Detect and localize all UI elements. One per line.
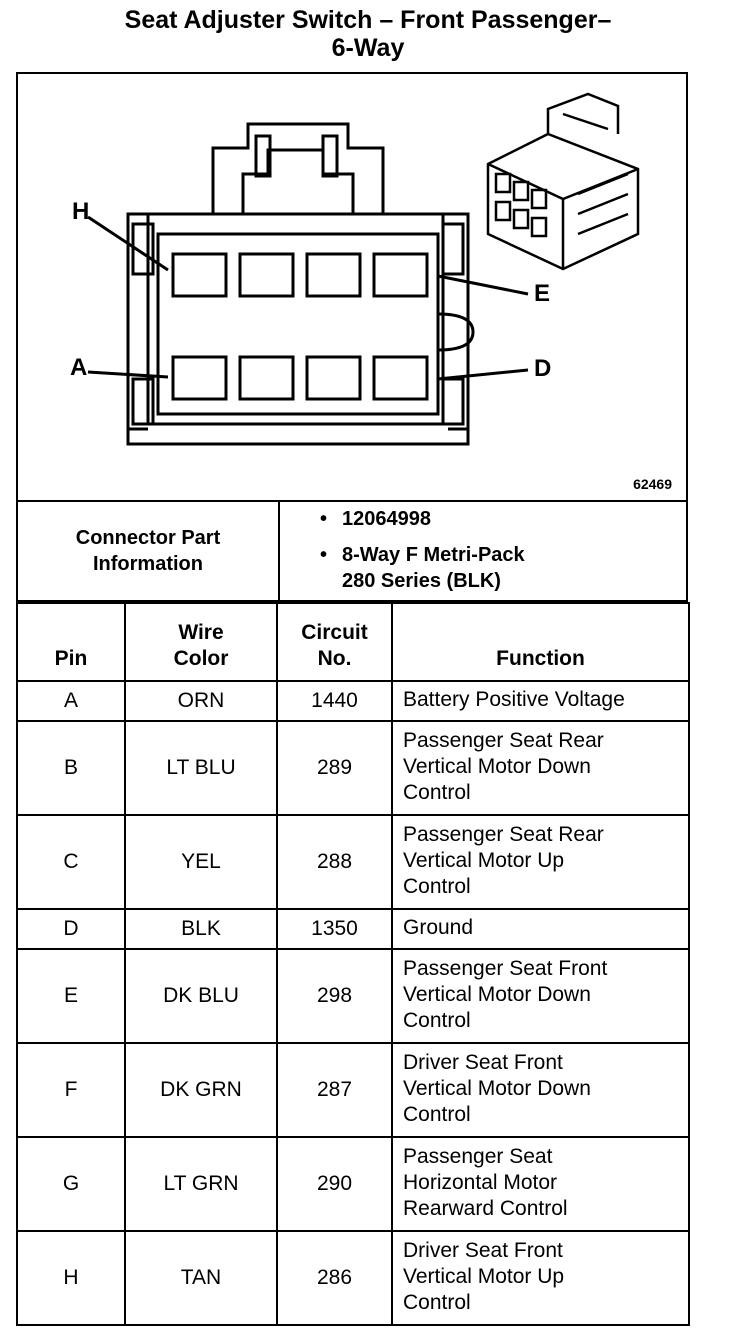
function-cell: Battery Positive Voltage xyxy=(391,680,690,722)
pin-cell: D xyxy=(16,908,126,950)
connector-info-label-line-1: Connector Part xyxy=(75,527,221,549)
function-line: Vertical Motor Down xyxy=(403,1077,591,1100)
connector-info-label-line-2: Information xyxy=(93,553,203,575)
function-line: Control xyxy=(403,1009,471,1032)
wire-color-cell: DK GRN xyxy=(124,1042,278,1138)
header-circuit-line-1: Circuit xyxy=(301,621,368,644)
wire-color-cell: LT GRN xyxy=(124,1136,278,1232)
connector-diagram: H A E D 62469 xyxy=(16,72,688,502)
circuit-cell: 1440 xyxy=(276,680,393,722)
circuit-cell: 289 xyxy=(276,720,393,816)
function-line: Vertical Motor Down xyxy=(403,983,591,1006)
function-line: Rearward Control xyxy=(403,1197,568,1220)
circuit-cell: 286 xyxy=(276,1230,393,1326)
pin-label-a: A xyxy=(70,354,88,381)
wire-color-cell: TAN xyxy=(124,1230,278,1326)
connector-face-drawing xyxy=(87,92,640,446)
connector-info-label: Connector Part Information xyxy=(18,502,280,600)
circuit-cell: 1350 xyxy=(276,908,393,950)
connector-info-details: 12064998 8-Way F Metri-Pack 280 Series (… xyxy=(280,506,686,594)
circuit-cell: 287 xyxy=(276,1042,393,1138)
header-wire-color: Wire Color xyxy=(124,602,278,682)
header-circuit-line-2: No. xyxy=(317,647,352,670)
function-line: Vertical Motor Down xyxy=(403,755,591,778)
function-line: Driver Seat Front xyxy=(403,1051,563,1074)
page-title: Seat Adjuster Switch – Front Passenger– … xyxy=(0,6,736,62)
figure-id: 62469 xyxy=(633,476,672,492)
pin-label-e: E xyxy=(534,280,551,307)
wire-color-cell: ORN xyxy=(124,680,278,722)
function-line: Passenger Seat Rear xyxy=(403,823,604,846)
function-line: Vertical Motor Up xyxy=(403,1265,565,1288)
circuit-cell: 290 xyxy=(276,1136,393,1232)
pin-cell: C xyxy=(16,814,126,910)
connector-description-2: 280 Series (BLK) xyxy=(342,570,501,592)
header-wire-color-line-1: Wire xyxy=(178,621,224,644)
wire-color-cell: YEL xyxy=(124,814,278,910)
function-line: Passenger Seat Rear xyxy=(403,729,604,752)
function-line: Driver Seat Front xyxy=(403,1239,563,1262)
function-line: Control xyxy=(403,781,471,804)
connector-description: 8-Way F Metri-Pack xyxy=(280,542,686,568)
title-line-2: 6-Way xyxy=(331,34,405,62)
pin-cell: G xyxy=(16,1136,126,1232)
function-line: Control xyxy=(403,1291,471,1314)
header-wire-color-line-2: Color xyxy=(173,647,229,670)
function-line: Control xyxy=(403,1103,471,1126)
header-pin: Pin xyxy=(16,602,126,682)
circuit-cell: 298 xyxy=(276,948,393,1044)
wire-color-cell: BLK xyxy=(124,908,278,950)
title-line-1: Seat Adjuster Switch – Front Passenger– xyxy=(124,6,612,34)
function-line: Passenger Seat xyxy=(403,1145,553,1168)
part-number: 12064998 xyxy=(280,506,686,532)
pin-cell: E xyxy=(16,948,126,1044)
pin-cell: A xyxy=(16,680,126,722)
function-line: Control xyxy=(403,875,471,898)
circuit-cell: 288 xyxy=(276,814,393,910)
function-line: Vertical Motor Up xyxy=(403,849,565,872)
function-line: Passenger Seat Front xyxy=(403,957,608,980)
wire-color-cell: LT BLU xyxy=(124,720,278,816)
function-line: Ground xyxy=(403,916,474,939)
pin-cell: B xyxy=(16,720,126,816)
pin-label-d: D xyxy=(534,355,552,382)
header-circuit: Circuit No. xyxy=(276,602,393,682)
header-function: Function xyxy=(391,602,690,682)
function-cell: Ground xyxy=(391,908,690,950)
function-line: Horizontal Motor xyxy=(403,1171,558,1194)
function-line: Battery Positive Voltage xyxy=(403,688,625,711)
pin-cell: H xyxy=(16,1230,126,1326)
pin-cell: F xyxy=(16,1042,126,1138)
wire-color-cell: DK BLU xyxy=(124,948,278,1044)
connector-info: Connector Part Information 12064998 8-Wa… xyxy=(16,502,688,602)
pin-table-header: Pin Wire Color Circuit No. Function xyxy=(16,602,690,682)
pin-label-h: H xyxy=(72,198,90,225)
